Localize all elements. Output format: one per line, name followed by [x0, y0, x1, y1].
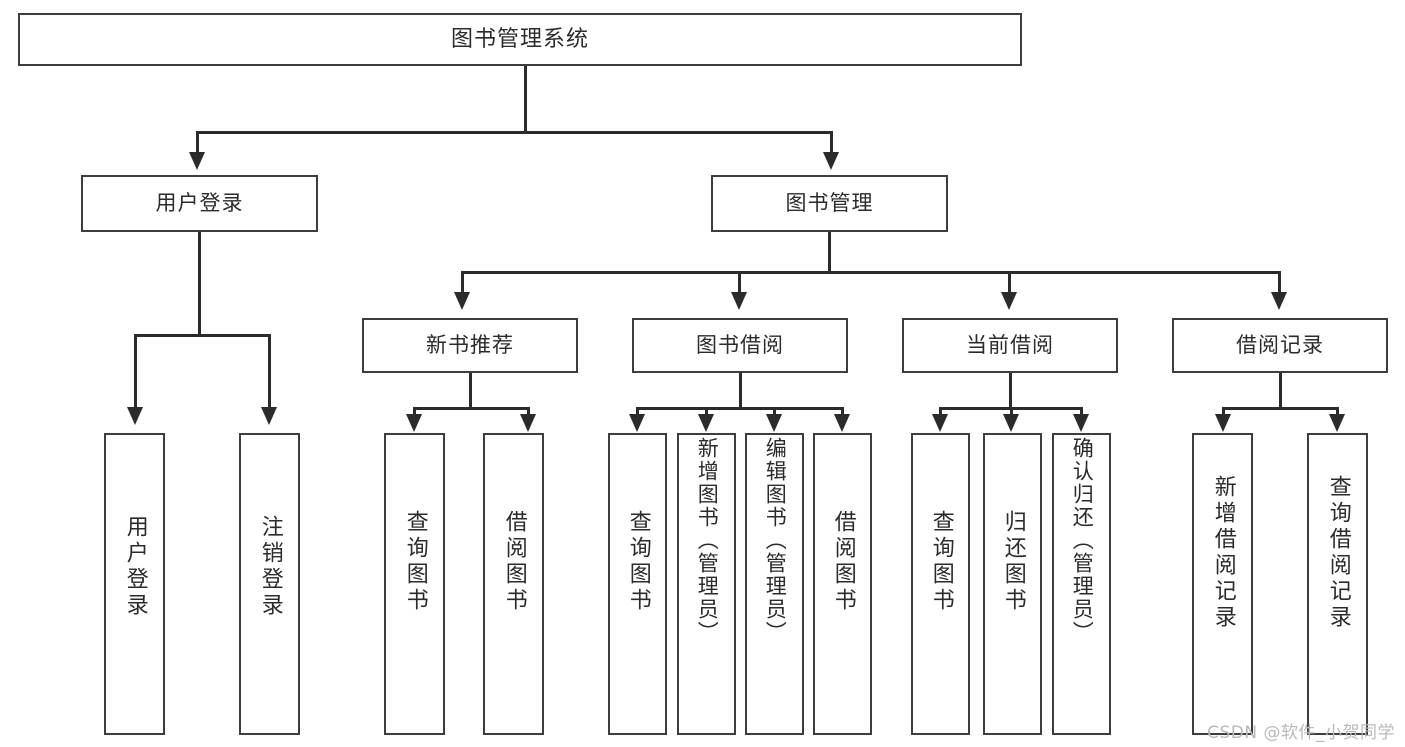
arrow-to-book-borrow — [731, 292, 747, 310]
node-label: 图书管理系统 — [450, 26, 589, 52]
node-book-borrow[interactable]: 图书借阅 — [632, 318, 848, 373]
node-label: 新书推荐 — [426, 333, 514, 358]
node-label: 查询借阅记录 — [1325, 475, 1351, 631]
node-label: 用户登录 — [155, 191, 244, 216]
node-label: 借阅图书 — [830, 510, 856, 614]
arrow-leaf-add-book — [698, 414, 714, 432]
connector-user-login-bus — [134, 334, 271, 337]
node-label: 查询图书 — [928, 510, 954, 614]
arrow-leaf-query-record — [1329, 414, 1345, 432]
connector-user-login-drop-1 — [134, 334, 137, 410]
node-new-book-recommend[interactable]: 新书推荐 — [362, 318, 578, 373]
connector-level3-drop-2 — [738, 271, 741, 295]
connector-level3-drop-4 — [1278, 271, 1281, 295]
connector-book-borrow-stem — [739, 373, 742, 410]
arrow-leaf-borrow-book-2 — [834, 414, 850, 432]
leaf-borrow-book[interactable]: 借阅图书 — [813, 433, 872, 735]
leaf-logout[interactable]: 注销登录 — [239, 433, 300, 735]
arrow-leaf-borrow-book-1 — [520, 414, 536, 432]
node-book-manage[interactable]: 图书管理 — [711, 175, 948, 232]
connector-book-borrow-drop-4 — [841, 407, 844, 417]
connector-level3-bus — [461, 271, 1281, 274]
connector-book-borrow-drop-1 — [636, 407, 639, 417]
node-label: 借阅图书 — [501, 510, 527, 614]
node-root-system[interactable]: 图书管理系统 — [18, 13, 1022, 66]
node-label: 新增图书（管理员） — [695, 437, 720, 644]
connector-borrow-record-bus — [1222, 407, 1339, 410]
node-current-borrow[interactable]: 当前借阅 — [902, 318, 1118, 373]
node-label: 确认归还（管理员） — [1070, 437, 1095, 644]
connector-book-borrow-drop-2 — [705, 407, 708, 417]
arrow-to-user-login — [189, 152, 205, 170]
arrow-leaf-query-book-2 — [629, 414, 645, 432]
node-label: 图书借阅 — [696, 333, 784, 358]
node-label: 归还图书 — [1000, 510, 1026, 614]
connector-borrow-record-stem — [1279, 373, 1282, 410]
leaf-query-book-borrow[interactable]: 查询图书 — [608, 433, 667, 735]
connector-borrow-record-drop-1 — [1222, 407, 1225, 417]
node-borrow-record[interactable]: 借阅记录 — [1172, 318, 1388, 373]
node-label: 查询图书 — [625, 510, 651, 614]
connector-level2-bus — [196, 131, 833, 134]
leaf-add-borrow-record[interactable]: 新增借阅记录 — [1192, 433, 1253, 735]
arrow-to-borrow-record — [1271, 292, 1287, 310]
connector-user-login-drop-2 — [268, 334, 271, 410]
arrow-leaf-edit-book — [766, 414, 782, 432]
leaf-user-login[interactable]: 用户登录 — [104, 433, 165, 735]
leaf-return-book[interactable]: 归还图书 — [983, 433, 1042, 735]
arrow-leaf-confirm-return — [1073, 414, 1089, 432]
connector-current-borrow-drop-2 — [1010, 407, 1013, 417]
node-label: 注销登录 — [257, 515, 283, 619]
leaf-edit-book-admin[interactable]: 编辑图书（管理员） — [745, 433, 804, 735]
connector-to-user-login — [196, 131, 199, 155]
connector-new-book-bus — [413, 407, 530, 410]
connector-current-borrow-drop-1 — [939, 407, 942, 417]
arrow-to-current-borrow — [1001, 292, 1017, 310]
node-label: 借阅记录 — [1236, 333, 1324, 358]
arrow-to-book-manage — [823, 152, 839, 170]
connector-level3-drop-3 — [1008, 271, 1011, 295]
arrow-leaf-user-login — [127, 407, 143, 425]
node-label: 图书管理 — [785, 191, 874, 216]
arrow-leaf-add-record — [1215, 414, 1231, 432]
connector-current-borrow-drop-3 — [1080, 407, 1083, 417]
node-label: 当前借阅 — [966, 333, 1054, 358]
node-label: 查询图书 — [402, 510, 428, 614]
connector-user-login-stem — [198, 232, 201, 336]
connector-book-manage-stem — [828, 232, 831, 273]
connector-to-book-manage — [830, 131, 833, 155]
leaf-query-book-recommend[interactable]: 查询图书 — [384, 433, 445, 735]
connector-new-book-stem — [469, 373, 472, 410]
node-user-login[interactable]: 用户登录 — [81, 175, 318, 232]
connector-root-stem — [524, 66, 527, 133]
connector-new-book-drop-2 — [527, 407, 530, 417]
arrow-leaf-query-book-1 — [406, 414, 422, 432]
node-label: 用户登录 — [122, 515, 148, 619]
arrow-leaf-query-book-3 — [932, 414, 948, 432]
connector-current-borrow-stem — [1009, 373, 1012, 410]
node-label: 编辑图书（管理员） — [763, 437, 788, 644]
arrow-to-new-book — [454, 292, 470, 310]
connector-book-borrow-bus — [636, 407, 844, 410]
connector-level3-drop-1 — [461, 271, 464, 295]
arrow-leaf-logout — [261, 407, 277, 425]
leaf-borrow-book-recommend[interactable]: 借阅图书 — [483, 433, 544, 735]
leaf-query-borrow-record[interactable]: 查询借阅记录 — [1307, 433, 1368, 735]
connector-new-book-drop-1 — [413, 407, 416, 417]
arrow-leaf-return-book — [1003, 414, 1019, 432]
node-label: 新增借阅记录 — [1210, 475, 1236, 631]
leaf-query-book-current[interactable]: 查询图书 — [911, 433, 970, 735]
connector-book-borrow-drop-3 — [773, 407, 776, 417]
leaf-add-book-admin[interactable]: 新增图书（管理员） — [677, 433, 736, 735]
leaf-confirm-return-admin[interactable]: 确认归还（管理员） — [1052, 433, 1111, 735]
connector-borrow-record-drop-2 — [1336, 407, 1339, 417]
